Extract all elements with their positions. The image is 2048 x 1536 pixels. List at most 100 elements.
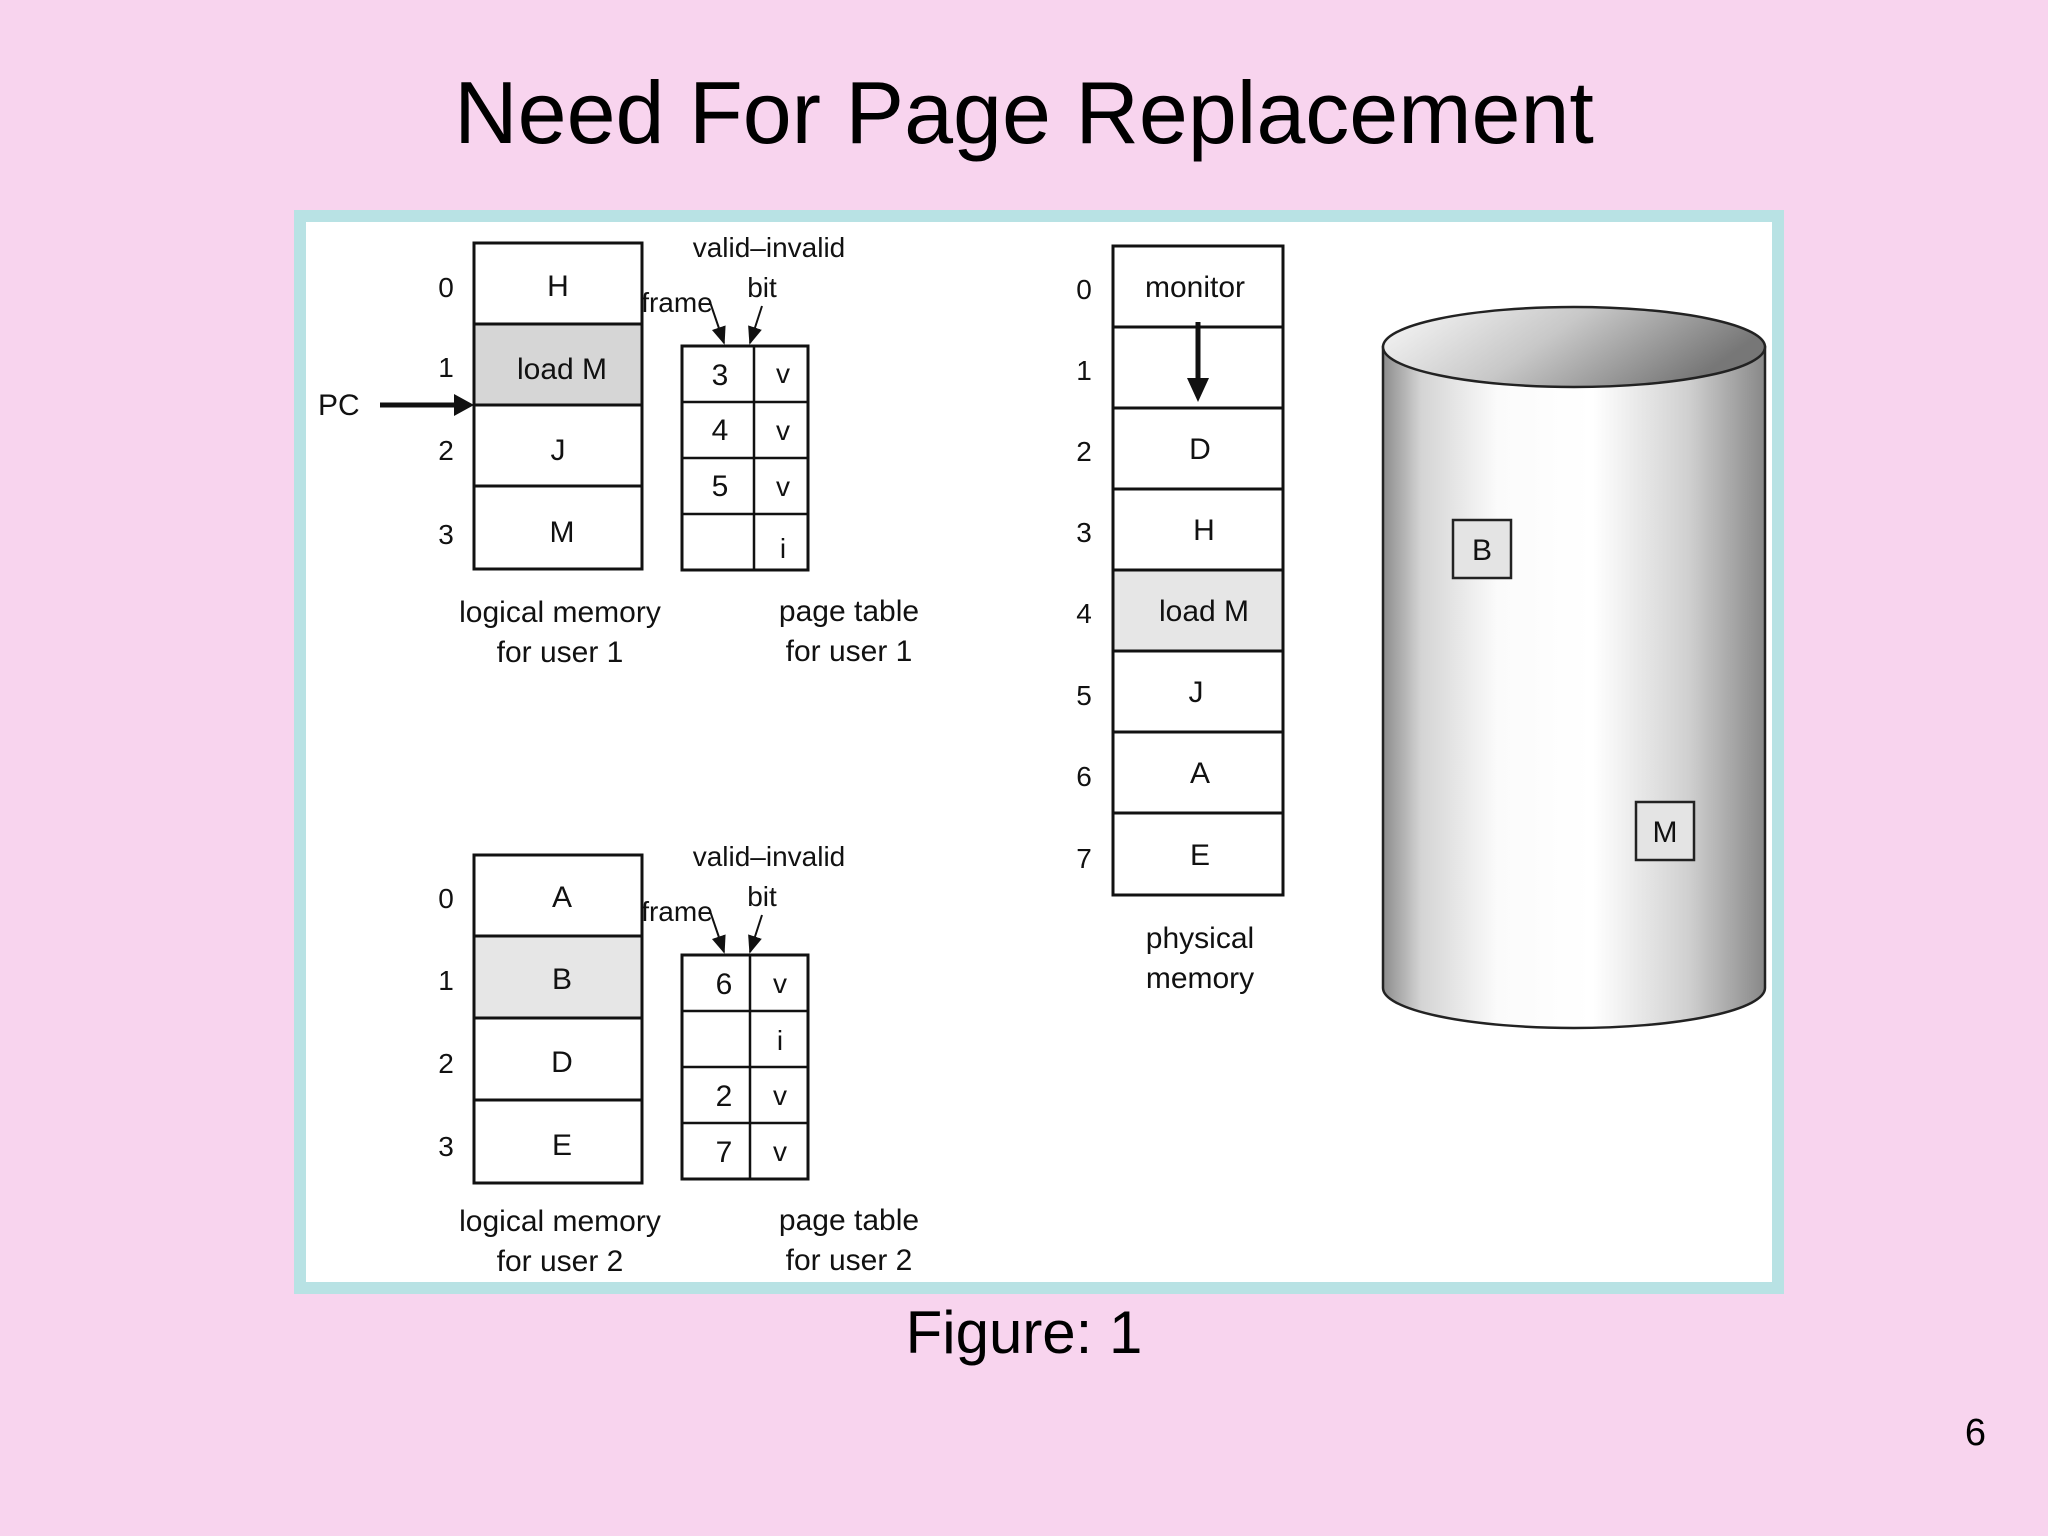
- monitor-arrow-head: [1187, 378, 1209, 402]
- frame-content: J: [1189, 676, 1204, 709]
- caption-line: logical memory: [459, 1205, 661, 1238]
- pc-pointer: PC: [318, 389, 474, 422]
- bit-pointer-arrow: [748, 305, 763, 345]
- frame-index: 4: [1076, 598, 1092, 629]
- valid-bit: i: [780, 533, 786, 564]
- frame-value: 5: [712, 470, 729, 503]
- frame-value: 6: [716, 968, 733, 1001]
- logical-memory-cell-highlighted: [472, 934, 644, 1020]
- backing-store-disk: B M: [1381, 305, 1767, 1030]
- frame-value: 2: [716, 1080, 733, 1113]
- valid-invalid-label: valid–invalid: [693, 232, 846, 263]
- valid-bit: v: [773, 1080, 787, 1111]
- frame-cell: [1111, 649, 1285, 734]
- page-index: 2: [438, 1048, 454, 1079]
- frame-pointer-arrow: [709, 301, 726, 345]
- valid-bit: v: [776, 415, 790, 446]
- logical-memory-cell-highlighted: [472, 322, 644, 407]
- frame-pointer-arrow: [709, 910, 726, 954]
- logical-memory-cell: [472, 1016, 644, 1102]
- page-index: 2: [438, 435, 454, 466]
- user2-page-table: valid–invalid bit frame 6 2 7 v i v v pa…: [641, 841, 919, 1277]
- cell-label: H: [547, 270, 569, 303]
- pc-label: PC: [318, 389, 360, 422]
- frame-label: frame: [641, 287, 713, 318]
- logical-memory-cell: [472, 241, 644, 326]
- page-replacement-diagram: H load M J M 0 1 2 3 logical memory for …: [318, 232, 1767, 1278]
- disk-body: [1381, 345, 1767, 1030]
- frame-content: E: [1190, 839, 1210, 872]
- page-index: 0: [438, 272, 454, 303]
- cell-label: B: [552, 963, 572, 996]
- frame-index: 0: [1076, 274, 1092, 305]
- frame-value: 7: [716, 1136, 733, 1169]
- frame-content: load M: [1159, 595, 1249, 628]
- bit-pointer-arrow: [748, 914, 763, 954]
- frame-cell: [1111, 244, 1285, 329]
- frame-index: 3: [1076, 517, 1092, 548]
- frame-index: 1: [1076, 355, 1092, 386]
- page-number: 6: [1964, 1412, 1986, 1454]
- caption-line: for user 2: [786, 1244, 913, 1277]
- caption-line: for user 1: [497, 636, 624, 669]
- frame-index: 6: [1076, 761, 1092, 792]
- cell-label: load M: [517, 353, 607, 386]
- caption-line: memory: [1146, 962, 1254, 995]
- frame-content: A: [1190, 757, 1210, 790]
- frame-content: monitor: [1145, 271, 1245, 304]
- slide-title: Need For Page Replacement: [454, 63, 1594, 162]
- valid-bit: i: [777, 1025, 783, 1056]
- valid-bit: v: [776, 471, 790, 502]
- disk-block-label: M: [1653, 816, 1678, 849]
- frame-cell: [1111, 811, 1285, 897]
- frame-index: 5: [1076, 680, 1092, 711]
- logical-memory-cell: [472, 484, 644, 571]
- frame-value: 3: [712, 359, 729, 392]
- frame-cell: [1111, 487, 1285, 572]
- frame-cell: [1111, 730, 1285, 815]
- page-index: 0: [438, 883, 454, 914]
- valid-bit: v: [776, 358, 790, 389]
- page-index: 3: [438, 519, 454, 550]
- frame-content: D: [1189, 433, 1211, 466]
- caption-line: page table: [779, 595, 919, 628]
- disk-block: [1451, 518, 1513, 580]
- disk-block: [1634, 800, 1696, 862]
- caption-line: physical: [1146, 922, 1254, 955]
- logical-memory-cell: [472, 1098, 644, 1185]
- caption-line: for user 2: [497, 1245, 624, 1278]
- page-index: 3: [438, 1131, 454, 1162]
- bit-label: bit: [747, 272, 777, 303]
- disk-block-label: B: [1472, 534, 1492, 567]
- frame-cell-highlighted: [1111, 568, 1285, 653]
- frame-index: 2: [1076, 436, 1092, 467]
- frame-value: 4: [712, 414, 729, 447]
- bit-label: bit: [747, 881, 777, 912]
- frame-index: 7: [1076, 843, 1092, 874]
- caption-line: page table: [779, 1204, 919, 1237]
- caption-line: for user 1: [786, 635, 913, 668]
- figure-caption: Figure: 1: [905, 1299, 1143, 1366]
- user2-logical-memory: A B D E 0 1 2 3 logical memory for user …: [438, 853, 661, 1278]
- valid-invalid-label: valid–invalid: [693, 841, 846, 872]
- logical-memory-cell: [472, 853, 644, 938]
- frame-label: frame: [641, 896, 713, 927]
- user1-logical-memory: H load M J M 0 1 2 3 logical memory for …: [438, 241, 661, 669]
- cell-label: A: [552, 881, 572, 914]
- cell-label: D: [551, 1046, 573, 1079]
- figure-frame: H load M J M 0 1 2 3 logical memory for …: [294, 210, 1784, 1294]
- frame-cell: [1111, 406, 1285, 491]
- physical-memory: monitor D H load M J A E 0 1 2 3 4 5 6 7…: [1076, 244, 1285, 995]
- pc-arrow-head: [454, 394, 474, 416]
- valid-bit: v: [773, 1136, 787, 1167]
- valid-bit: v: [773, 968, 787, 999]
- cell-label: M: [550, 516, 575, 549]
- user1-page-table: valid–invalid bit frame 3 4 5 v v v i pa…: [641, 232, 919, 668]
- page-index: 1: [438, 352, 454, 383]
- caption-line: logical memory: [459, 596, 661, 629]
- page-index: 1: [438, 965, 454, 996]
- cell-label: E: [552, 1129, 572, 1162]
- figure-panel: H load M J M 0 1 2 3 logical memory for …: [306, 222, 1772, 1282]
- disk-top: [1381, 305, 1767, 389]
- cell-label: J: [551, 434, 566, 467]
